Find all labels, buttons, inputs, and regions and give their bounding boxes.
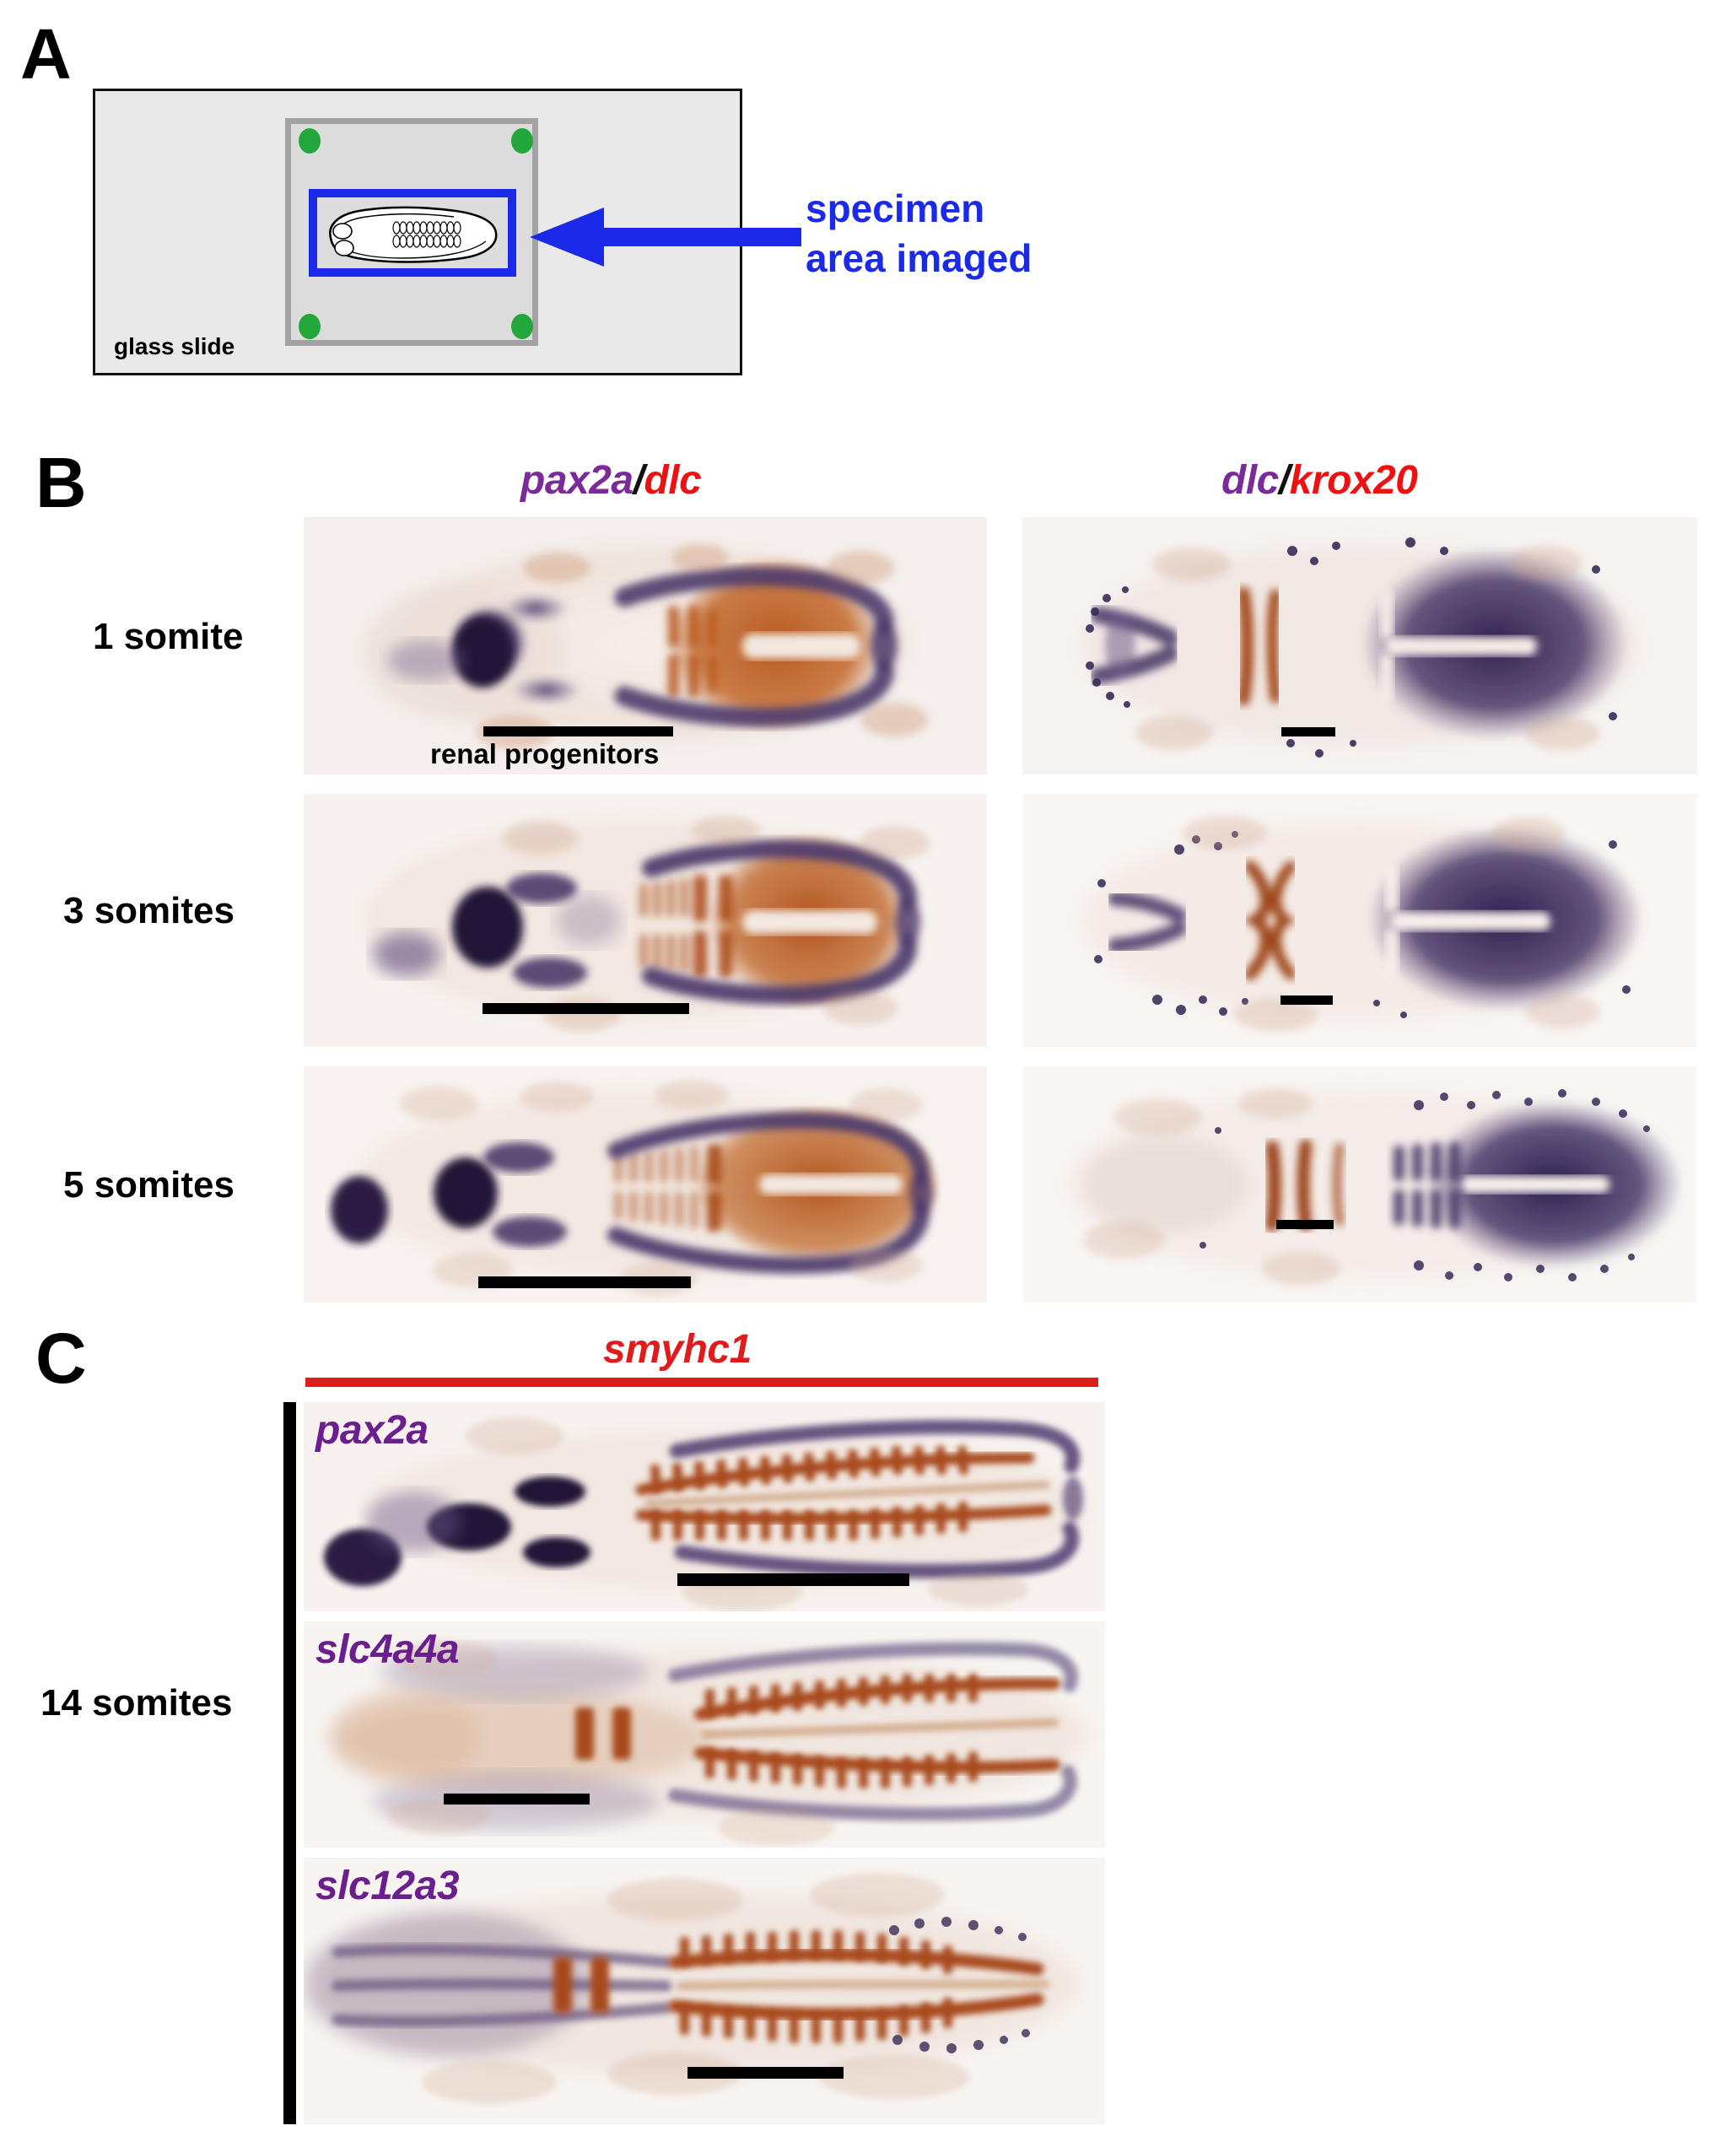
gene-label-pax2a: pax2a [315,1408,429,1453]
scale-bar [1281,727,1335,736]
micrograph-pax2a-dlc-1-somite[interactable]: renal progenitors [304,517,987,774]
panel-c-bracket [283,1402,296,2124]
gene-name-dlc: dlc [644,458,702,503]
smyhc1-rule [305,1378,1098,1387]
green-dot-icon [511,128,533,154]
scale-bar [687,2067,844,2079]
micrograph-pax2a-dlc-3-somites[interactable] [304,794,987,1047]
renal-progenitors-label: renal progenitors [430,738,660,769]
gene-label-slc12a3: slc12a3 [315,1864,460,1908]
green-dot-icon [299,128,321,154]
scale-bar [1280,995,1333,1005]
row-label-14-somites: 14 somites [40,1682,233,1724]
gene-name-pax2a: pax2a [520,458,633,503]
left-arrow-icon [530,208,801,267]
scale-bar [483,1003,689,1014]
panel-letter-a: A [20,14,72,94]
gene-label-slc4a4a: slc4a4a [315,1627,460,1672]
imaged-area-box [309,189,516,277]
scale-bar [677,1573,909,1586]
micrograph-pax2a-dlc-5-somites[interactable] [304,1066,987,1303]
specimen-annotation: specimen area imaged [806,184,1032,283]
gene-name-krox20: krox20 [1289,458,1418,503]
specimen-annotation-line2: area imaged [806,235,1032,280]
row-label-3-somites: 3 somites [63,890,235,931]
scale-bar [478,1276,691,1288]
scale-bar [1276,1220,1334,1229]
green-dot-icon [511,314,533,339]
scale-bar [444,1794,590,1805]
micrograph-dlc-krox20-5-somites[interactable] [1022,1066,1697,1303]
micrograph-slc12a3-14-somites[interactable]: slc12a3 [304,1858,1105,2124]
specimen-annotation-line1: specimen [806,186,985,230]
column-header-pax2a-dlc: pax2a/dlc [520,457,702,504]
scale-bar [483,726,673,736]
column-header-dlc-krox20: dlc/krox20 [1221,457,1418,504]
column-header-smyhc1: smyhc1 [603,1327,752,1372]
row-label-1-somite: 1 somite [93,616,244,657]
embryo-sketch-icon [329,206,498,263]
green-dot-icon [299,314,321,339]
glass-slide-label: glass slide [114,333,235,359]
micrograph-slc4a4a-14-somites[interactable]: slc4a4a [304,1621,1105,1848]
panel-letter-b: B [35,443,87,522]
micrograph-dlc-krox20-3-somites[interactable] [1022,794,1697,1047]
gene-name-dlc: dlc [1221,458,1279,503]
row-label-5-somites: 5 somites [63,1164,235,1206]
separator: / [633,458,644,503]
micrograph-pax2a-14-somites[interactable]: pax2a [304,1402,1105,1611]
micrograph-dlc-krox20-1-somite[interactable] [1022,517,1697,774]
panel-letter-c: C [35,1319,87,1398]
separator: / [1278,458,1290,503]
